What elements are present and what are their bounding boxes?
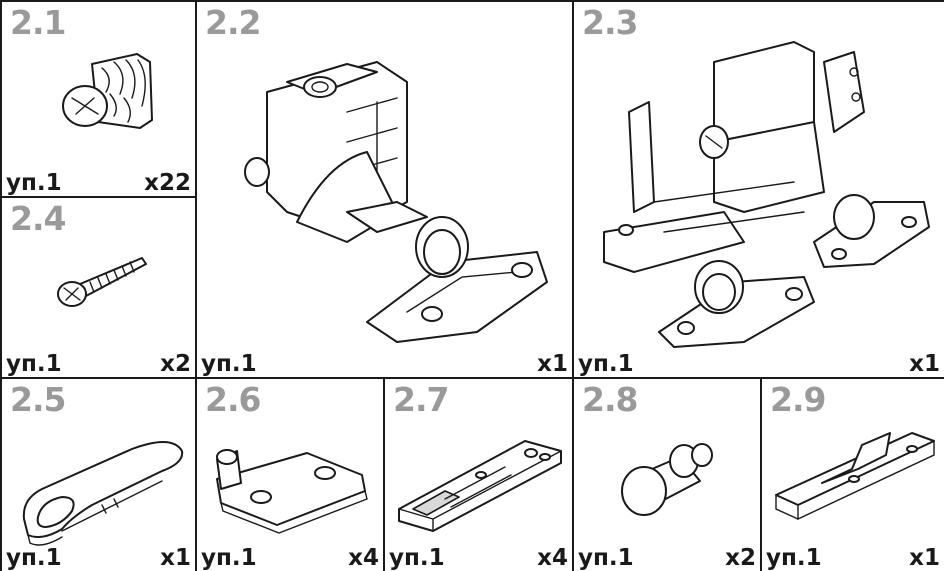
part-number: 2.9 bbox=[770, 380, 826, 419]
quantity-label: x1 bbox=[909, 351, 940, 377]
grid-line bbox=[0, 377, 944, 379]
pack-label: уп.1 bbox=[201, 351, 257, 377]
part-number: 2.7 bbox=[393, 380, 449, 419]
part-cell-2-8: 2.8 уп.1 x2 bbox=[574, 379, 760, 571]
part-cell-2-9: 2.9 уп.1 x1 bbox=[762, 379, 944, 571]
double-hinge-icon bbox=[603, 41, 930, 348]
grid-line bbox=[383, 378, 385, 571]
grid-line bbox=[0, 0, 944, 2]
hinge-icon bbox=[244, 61, 548, 343]
grid-line bbox=[760, 378, 762, 571]
part-number: 2.8 bbox=[582, 380, 638, 419]
grid-line bbox=[0, 0, 2, 571]
quantity-label: x4 bbox=[537, 545, 568, 571]
part-cell-2-6: 2.6 уп.1 x4 bbox=[197, 379, 383, 571]
quantity-label: x4 bbox=[348, 545, 379, 571]
part-cell-2-2: 2.2 уп.1 x1 bbox=[197, 2, 572, 377]
strip-icon bbox=[775, 432, 935, 521]
part-number: 2.4 bbox=[10, 199, 66, 238]
quantity-label: x2 bbox=[160, 351, 191, 377]
grid-line bbox=[195, 0, 197, 571]
grid-line bbox=[0, 196, 196, 198]
pack-label: уп.1 bbox=[578, 545, 634, 571]
pack-label: уп.1 bbox=[766, 545, 822, 571]
pack-label: уп.1 bbox=[578, 351, 634, 377]
quantity-label: x1 bbox=[160, 545, 191, 571]
quantity-label: x1 bbox=[537, 351, 568, 377]
part-cell-2-3: 2.3 уп.1 x1 bbox=[574, 2, 944, 377]
quantity-label: x22 bbox=[144, 170, 191, 196]
part-cell-2-7: 2.7 уп.1 x4 bbox=[385, 379, 572, 571]
euro-screw-icon bbox=[62, 53, 153, 129]
part-number: 2.5 bbox=[10, 380, 66, 419]
part-number: 2.6 bbox=[205, 380, 261, 419]
quantity-label: x1 bbox=[909, 545, 940, 571]
connector-icon bbox=[398, 440, 562, 532]
quantity-label: x2 bbox=[725, 545, 756, 571]
pack-label: уп.1 bbox=[6, 351, 62, 377]
pack-label: уп.1 bbox=[389, 545, 445, 571]
part-cell-2-1: 2.1 уп.1 x22 bbox=[2, 2, 195, 196]
clip-icon bbox=[22, 441, 184, 546]
cap-icon bbox=[621, 443, 713, 516]
pack-label: уп.1 bbox=[6, 170, 62, 196]
pack-label: уп.1 bbox=[201, 545, 257, 571]
wood-screw-icon bbox=[57, 257, 147, 307]
part-cell-2-4: 2.4 уп.1 x2 bbox=[2, 198, 195, 377]
part-number: 2.1 bbox=[10, 3, 66, 42]
pack-label: уп.1 bbox=[6, 545, 62, 571]
part-number: 2.2 bbox=[205, 3, 261, 42]
grid-line bbox=[572, 0, 574, 571]
part-cell-2-5: 2.5 уп.1 x1 bbox=[2, 379, 195, 571]
part-number: 2.3 bbox=[582, 3, 638, 42]
plate-icon bbox=[216, 449, 368, 534]
